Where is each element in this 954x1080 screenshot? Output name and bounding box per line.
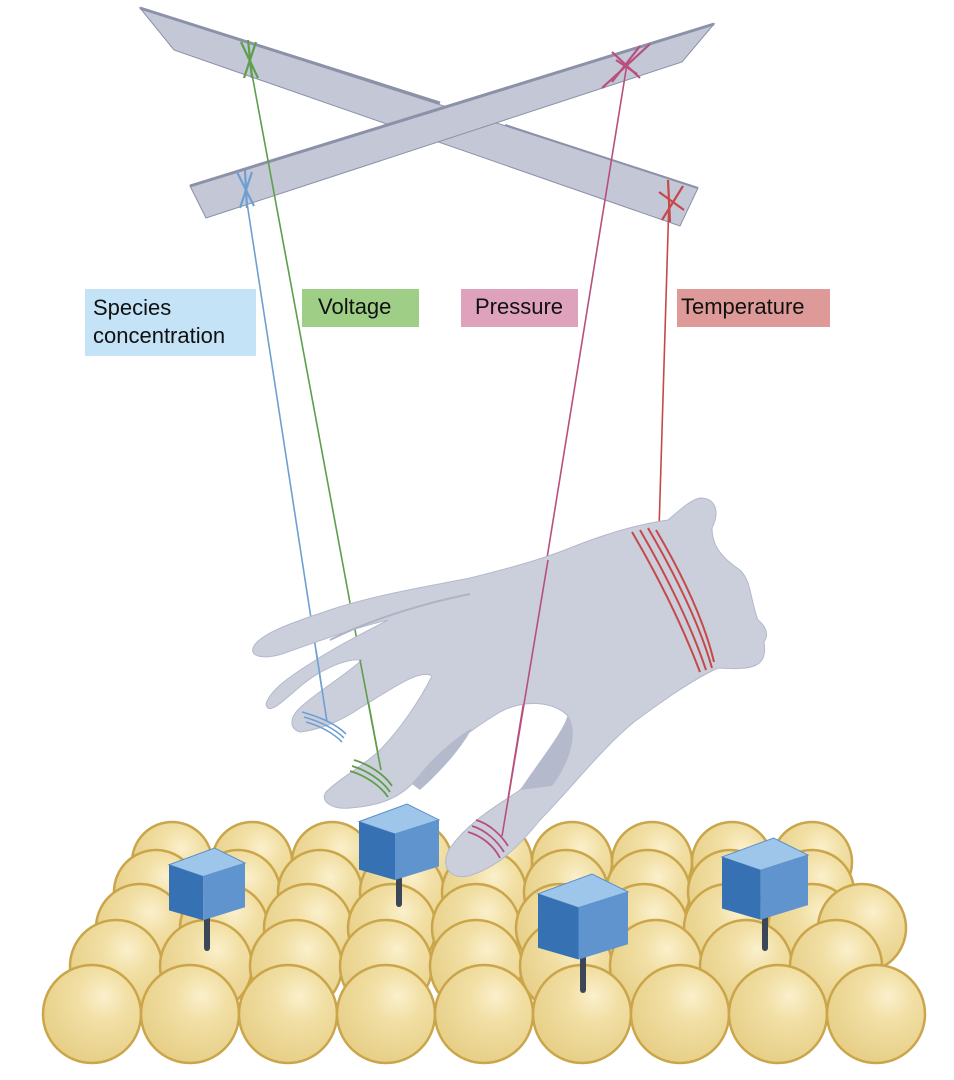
sphere [335, 963, 437, 1065]
species-concentration-label: Species concentration [85, 289, 256, 356]
temperature-label: Temperature [677, 289, 830, 327]
sphere [727, 963, 829, 1065]
bar-knots [236, 39, 685, 223]
probe-cube-icon [167, 847, 247, 951]
control-bar-icon [138, 6, 716, 227]
hand-icon [252, 497, 767, 878]
sphere [433, 963, 535, 1065]
sphere [41, 963, 143, 1065]
temperature-string [658, 199, 670, 531]
probe-cube-icon [536, 873, 630, 993]
sphere [825, 963, 927, 1065]
sphere [237, 963, 339, 1065]
sphere [629, 963, 731, 1065]
probe-cube-icon [357, 803, 441, 907]
hand-shape [252, 497, 767, 878]
sphere [139, 963, 241, 1065]
pressure-label: Pressure [461, 289, 578, 327]
voltage-label: Voltage [302, 289, 419, 327]
probe-cubes [167, 803, 810, 993]
probe-cube-icon [720, 837, 810, 951]
